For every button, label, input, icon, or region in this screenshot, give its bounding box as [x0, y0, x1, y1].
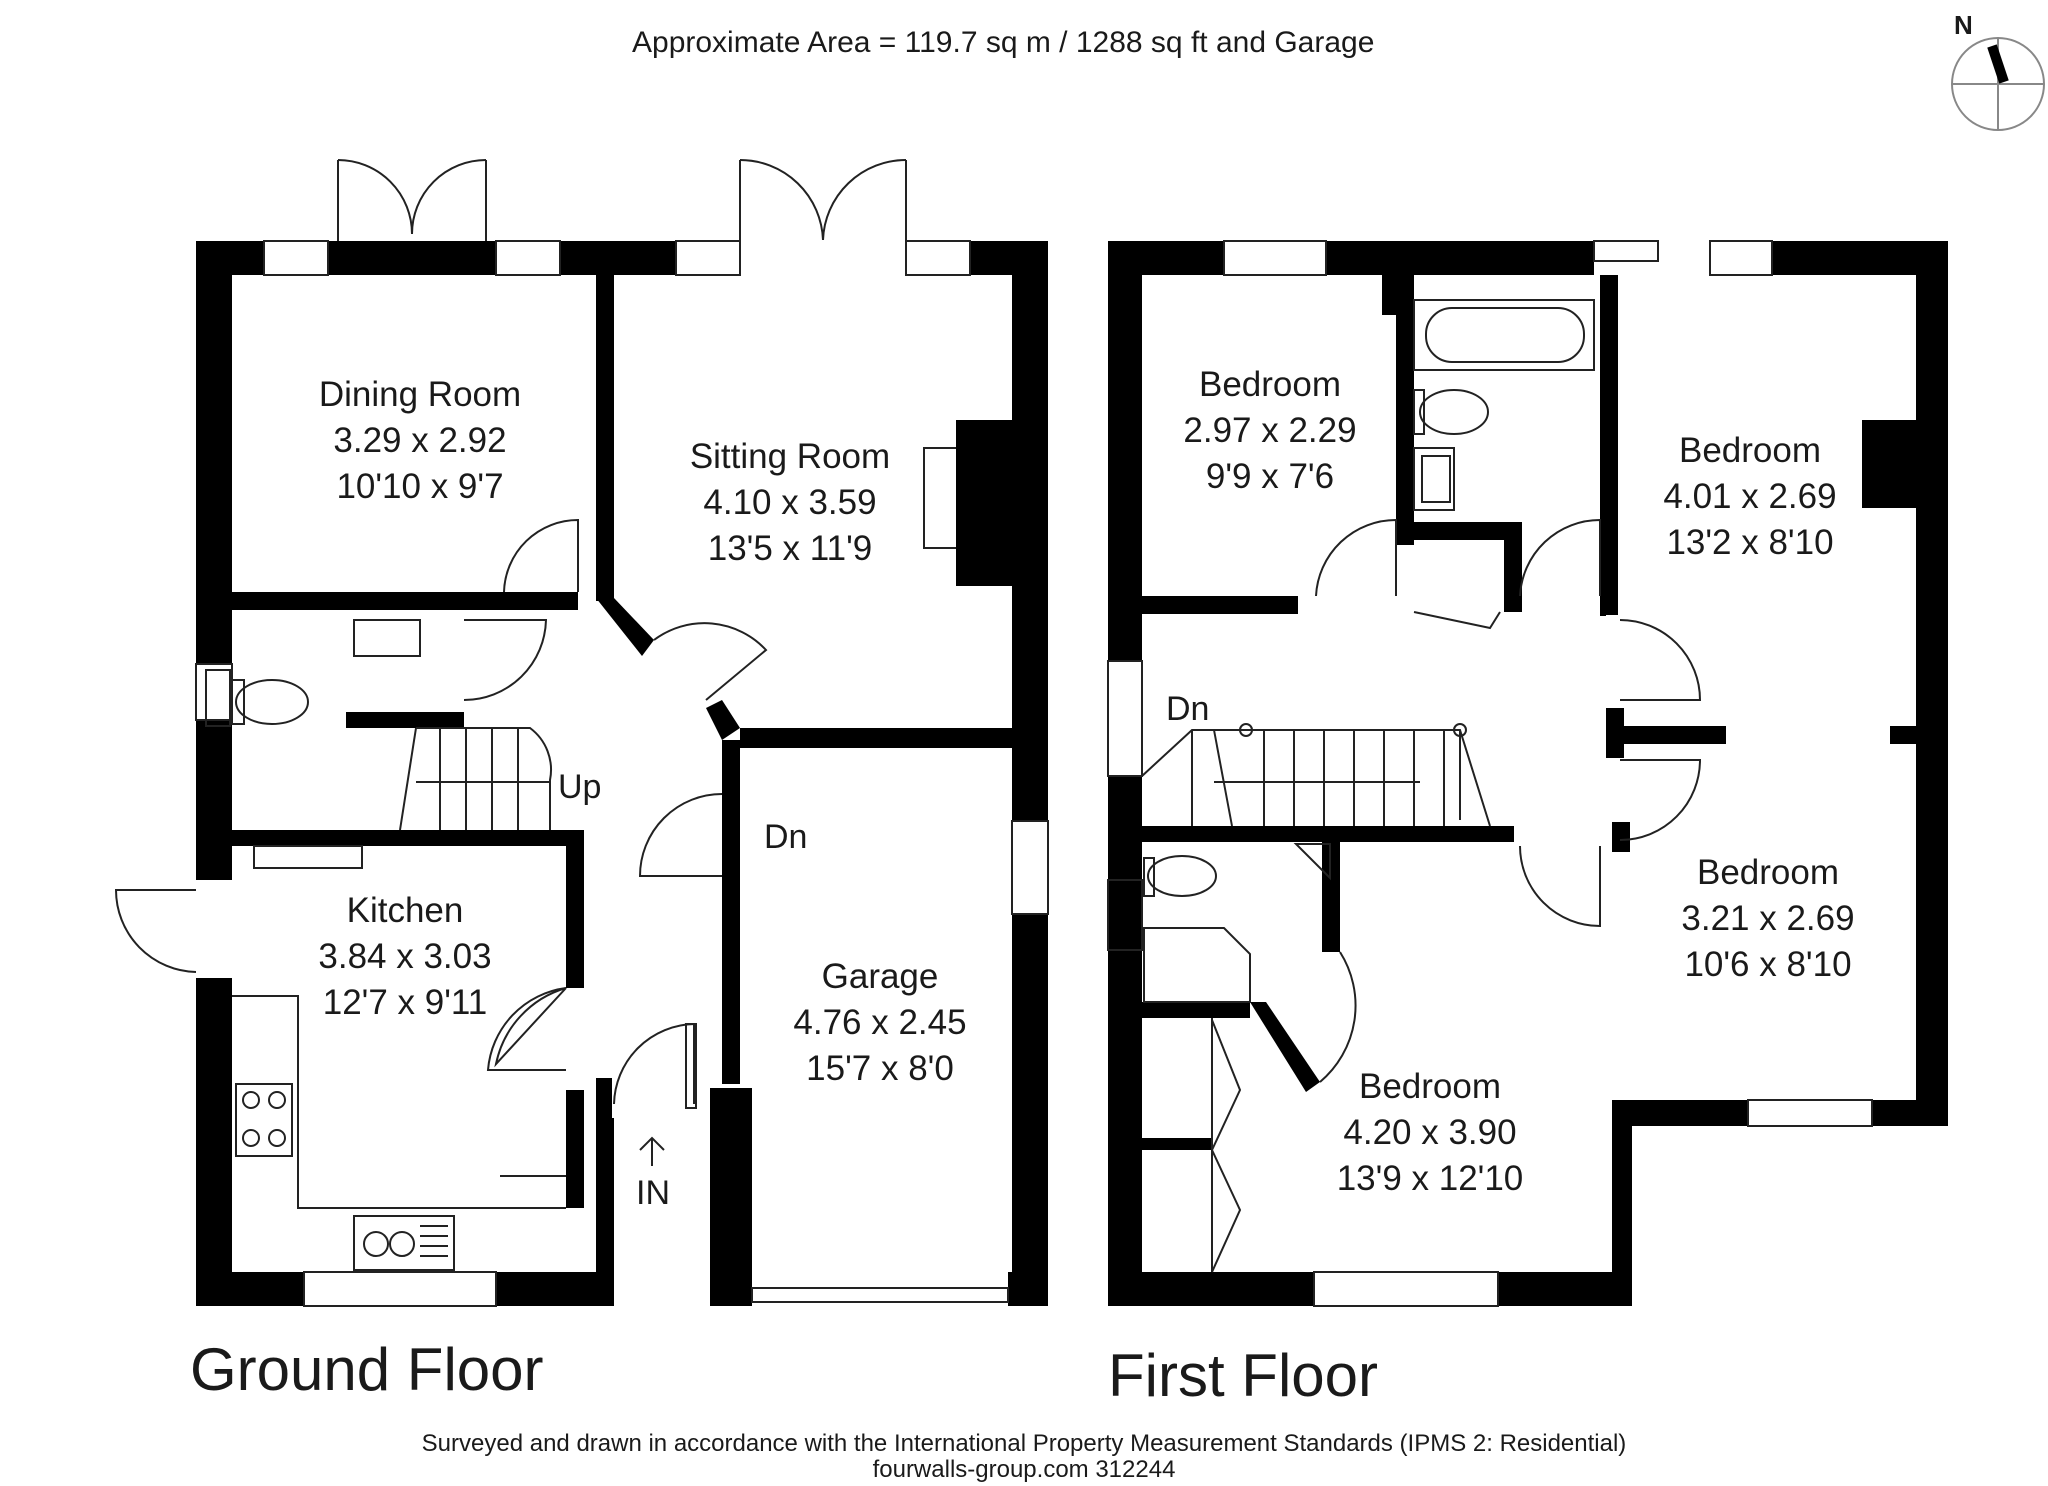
- room-kitchen: Kitchen 3.84 x 3.03 12'7 x 9'11: [290, 888, 520, 1026]
- footer-reference: fourwalls-group.com 312244: [872, 1456, 1176, 1483]
- ground-floor-fixtures: [114, 159, 1049, 1307]
- room-imperial: 13'5 x 11'9: [707, 529, 873, 568]
- area-heading: Approximate Area = 119.7 sq m / 1288 sq …: [632, 26, 1375, 59]
- room-name: Bedroom: [1696, 853, 1840, 892]
- room-name: Bedroom: [1198, 365, 1342, 404]
- room-name: Garage: [821, 957, 939, 996]
- room-bedroom-4: Bedroom 4.20 x 3.90 13'9 x 12'10: [1310, 1064, 1550, 1202]
- footer-statement: Surveyed and drawn in accordance with th…: [421, 1430, 1627, 1457]
- room-dining-room: Dining Room 3.29 x 2.92 10'10 x 9'7: [300, 372, 540, 510]
- room-metric: 3.29 x 2.92: [333, 421, 507, 460]
- room-name: Bedroom: [1358, 1067, 1502, 1106]
- room-name: Sitting Room: [689, 437, 891, 476]
- stairs-up-label: Up: [558, 768, 602, 806]
- entrance-label: IN: [636, 1174, 670, 1212]
- room-imperial: 12'7 x 9'11: [322, 983, 488, 1022]
- room-sitting-room: Sitting Room 4.10 x 3.59 13'5 x 11'9: [670, 434, 910, 572]
- first-floor-walls: [1108, 241, 1948, 1306]
- room-metric: 3.21 x 2.69: [1681, 899, 1855, 938]
- room-metric: 4.10 x 3.59: [703, 483, 877, 522]
- room-name: Kitchen: [346, 891, 464, 930]
- room-imperial: 10'10 x 9'7: [336, 467, 504, 506]
- stairs-down-label: Dn: [1166, 690, 1210, 728]
- room-metric: 2.97 x 2.29: [1183, 411, 1357, 450]
- first-floor-fixtures: [1107, 240, 1873, 1307]
- room-metric: 4.76 x 2.45: [793, 1003, 967, 1042]
- room-garage: Garage 4.76 x 2.45 15'7 x 8'0: [770, 954, 990, 1092]
- room-metric: 4.01 x 2.69: [1663, 477, 1837, 516]
- room-bedroom-2: Bedroom 4.01 x 2.69 13'2 x 8'10: [1640, 428, 1860, 566]
- room-metric: 4.20 x 3.90: [1343, 1113, 1517, 1152]
- room-imperial: 15'7 x 8'0: [806, 1049, 954, 1088]
- room-imperial: 9'9 x 7'6: [1205, 457, 1335, 496]
- compass-north-label: N: [1954, 10, 1973, 40]
- garage-down-label: Dn: [764, 818, 808, 856]
- first-floor-title: First Floor: [1108, 1342, 1378, 1409]
- room-imperial: 13'9 x 12'10: [1336, 1159, 1524, 1198]
- ground-floor-title: Ground Floor: [190, 1336, 544, 1403]
- ground-floor-walls: [196, 241, 1048, 1306]
- room-imperial: 13'2 x 8'10: [1666, 523, 1834, 562]
- room-name: Dining Room: [318, 375, 522, 414]
- room-imperial: 10'6 x 8'10: [1684, 945, 1852, 984]
- room-name: Bedroom: [1678, 431, 1822, 470]
- room-metric: 3.84 x 3.03: [318, 937, 492, 976]
- compass: [1951, 37, 2045, 131]
- room-bedroom-1: Bedroom 2.97 x 2.29 9'9 x 7'6: [1160, 362, 1380, 500]
- room-bedroom-3: Bedroom 3.21 x 2.69 10'6 x 8'10: [1658, 850, 1878, 988]
